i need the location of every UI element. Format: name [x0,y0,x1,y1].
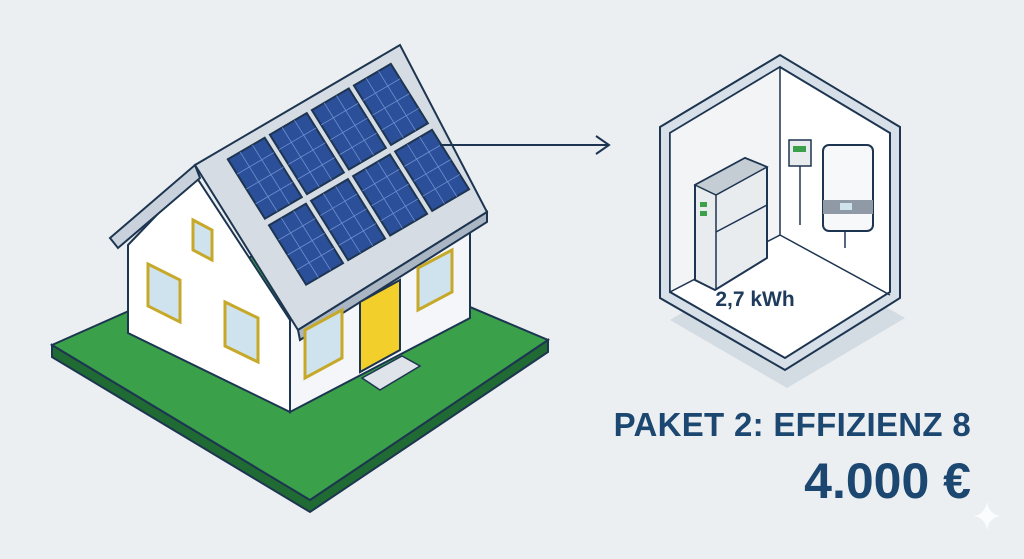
panel-grid-line [381,108,419,131]
panel-grid-line [371,183,409,207]
energy-meter [788,139,812,225]
panel-grid-line [380,198,418,221]
package-title: PAKET 2: EFFIZIENZ 8 [613,406,971,443]
panel-grid-line [422,174,461,197]
window [191,217,214,263]
panel-grid-line [413,159,451,182]
window [146,261,182,325]
window [416,247,454,313]
package-price: 4.000 € [804,453,971,509]
panel-grid-line [287,233,325,256]
panel-grid-line [362,78,401,101]
panel-grid-line [339,132,377,155]
panel-grid-line [330,117,368,141]
solar-panels [226,62,471,287]
panel-grid-line [404,144,442,167]
panel-grid-line [329,208,367,231]
battery-capacity-label: 2,7 kWh [715,288,794,311]
panel-grid-line [297,157,335,180]
panel-grid-line [372,93,410,116]
sparkle-icon [974,502,1000,530]
battery [693,156,769,292]
panel-grid-line [288,142,326,165]
panel-grid-line [320,103,359,126]
door [359,278,401,374]
panel-grid-line [320,193,358,216]
arrow-icon [440,135,611,155]
window [223,299,260,365]
panel-grid-line [246,167,284,190]
panel-grid-line [236,152,275,175]
window [303,307,344,381]
panel-grid-line [255,181,293,205]
panel-grid-line [278,218,316,241]
panel-grid-line [278,127,317,150]
panel-grid-line [296,247,334,271]
panel-grid-line [362,169,400,192]
inverter [822,144,874,248]
utility-room [659,53,905,388]
panel-grid-line [338,223,376,246]
